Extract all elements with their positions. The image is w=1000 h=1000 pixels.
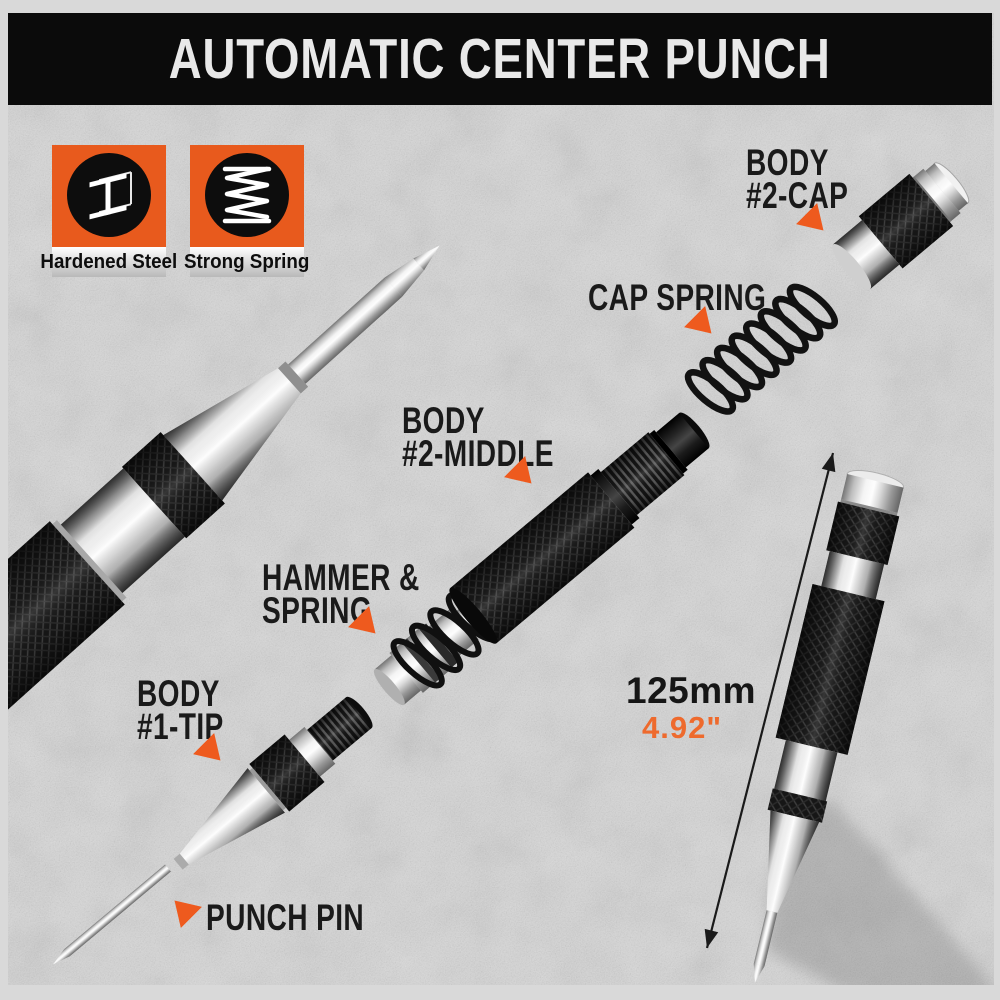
closeup-punch-image [8,245,440,826]
spring-icon [222,166,272,224]
callout-line: SPRING [262,590,373,632]
callout-line: #2-MIDDLE [402,433,554,475]
badge-circle [205,153,289,237]
assembled-punch-image [753,469,905,983]
callout-line: #2-CAP [746,175,849,217]
dimension-line [704,452,836,949]
callout-line: BODY [746,142,829,183]
callout-line: PUNCH PIN [206,897,365,938]
title-banner: AUTOMATIC CENTER PUNCH [8,13,992,105]
dimension-metric-label: 125mm [626,670,757,711]
badge-orange-square [190,145,304,247]
badge-label: Strong Spring [184,250,310,273]
callout-line: CAP SPRING [588,277,767,318]
badge-strong-spring: Strong Spring [184,145,310,277]
callout-line: BODY [137,673,220,714]
body2-middle-image [449,412,710,644]
badge-hardened-steel: Hardened Steel [41,145,177,277]
exploded-punch-pin-image [53,864,171,965]
body1-tip-image [173,696,373,870]
badge-circle [67,153,151,237]
badge-orange-square [52,145,166,247]
badge-label-strip: Hardened Steel [41,247,177,277]
dimension-imperial-label: 4.92" [642,710,723,745]
callout-hammer-spring: HAMMER & SPRING [262,557,420,632]
badge-label-strip: Strong Spring [184,247,310,277]
badge-label: Hardened Steel [40,250,178,273]
callout-line: BODY [402,400,485,441]
callout-line: HAMMER & [262,557,420,598]
tool-parts-illustration [8,162,993,985]
callout-body2-middle: BODY #2-MIDDLE [402,400,554,475]
page-title: AUTOMATIC CENTER PUNCH [169,27,831,91]
punch-shadow [765,800,993,985]
body2-cap-image [832,162,970,290]
textured-background [8,13,994,985]
callout-cap-spring: CAP SPRING [588,277,767,318]
cap-spring-image [684,283,838,415]
callout-punch-pin: PUNCH PIN [206,897,365,938]
steel-ibeam-icon [89,171,132,220]
callout-body2-cap: BODY #2-CAP [746,142,849,217]
callout-body1-tip: BODY #1-TIP [137,673,224,746]
